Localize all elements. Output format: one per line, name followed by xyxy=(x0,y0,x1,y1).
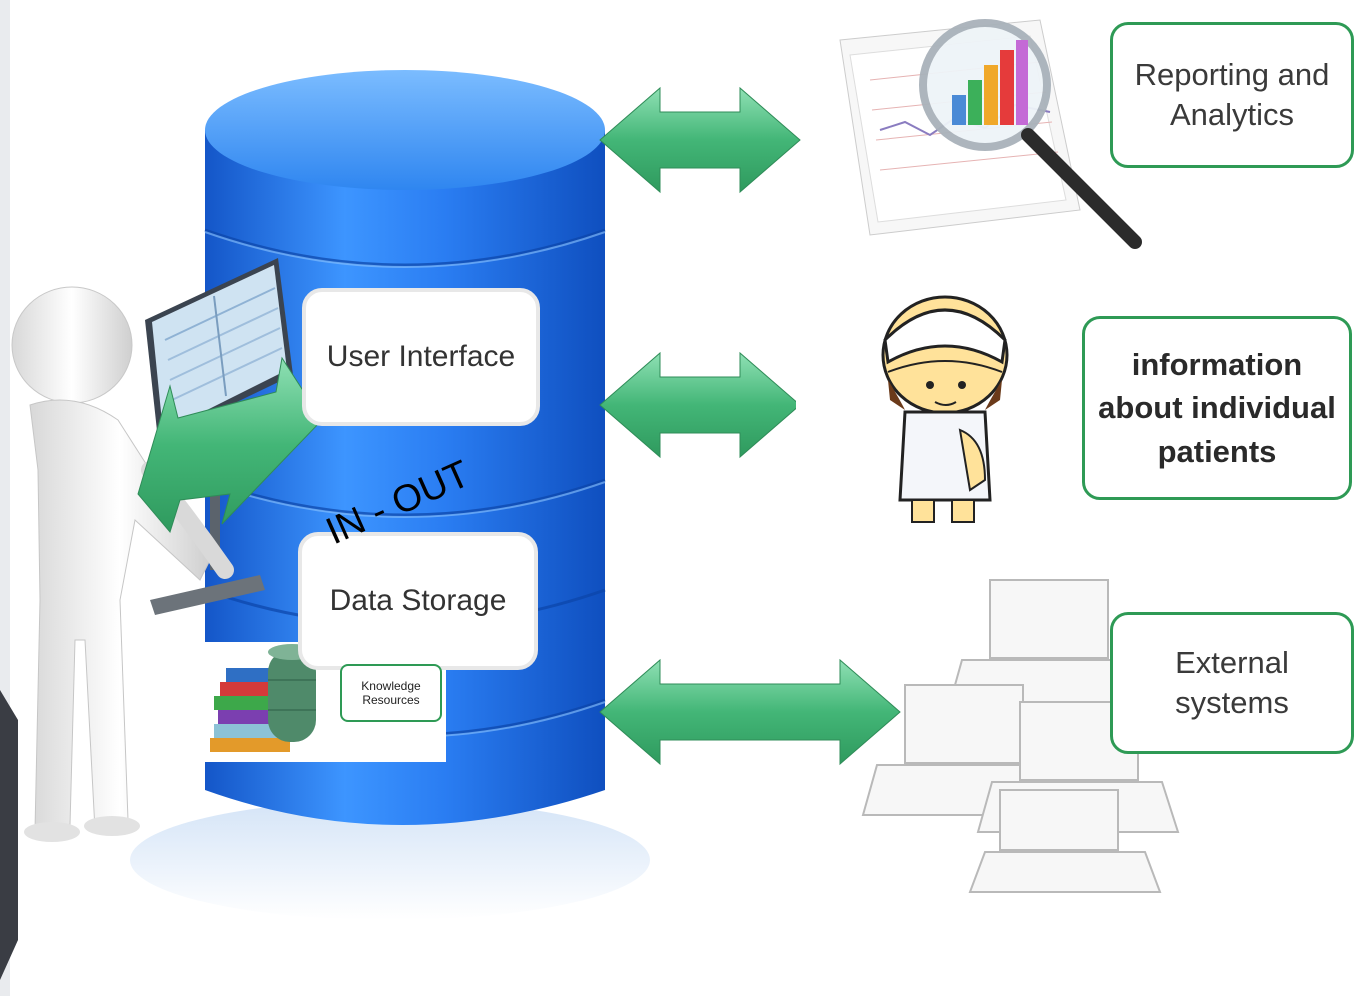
floor-reflection xyxy=(130,800,650,920)
external-systems-box: External systems xyxy=(1110,612,1354,754)
laptops-icon xyxy=(861,579,1180,893)
data-storage-label: Data Storage xyxy=(329,584,507,617)
user-interface-label: User Interface xyxy=(326,340,516,373)
patients-info-box: information about individual patients xyxy=(1082,316,1352,500)
reporting-analytics-label: Reporting and Analytics xyxy=(1134,56,1330,132)
double-arrow-icon xyxy=(599,351,801,459)
page-edge-shadow xyxy=(0,0,18,996)
double-arrow-icon xyxy=(599,86,801,194)
knowledge-resources-box: Knowledge Resources xyxy=(340,664,442,722)
bar-chart-magnifier-icon xyxy=(839,19,1142,249)
reporting-analytics-box: Reporting and Analytics xyxy=(1110,22,1354,168)
books-stack-icon xyxy=(203,642,446,762)
patient-cartoon-icon xyxy=(796,290,1009,575)
patients-info-label: information about individual patients xyxy=(1098,346,1336,469)
double-arrow-icon xyxy=(599,658,901,766)
knowledge-resources-label: Knowledge Resources xyxy=(361,679,421,707)
user-interface-box: User Interface xyxy=(302,288,540,426)
computer-monitor-icon xyxy=(145,258,293,615)
external-systems-label: External systems xyxy=(1175,644,1289,720)
